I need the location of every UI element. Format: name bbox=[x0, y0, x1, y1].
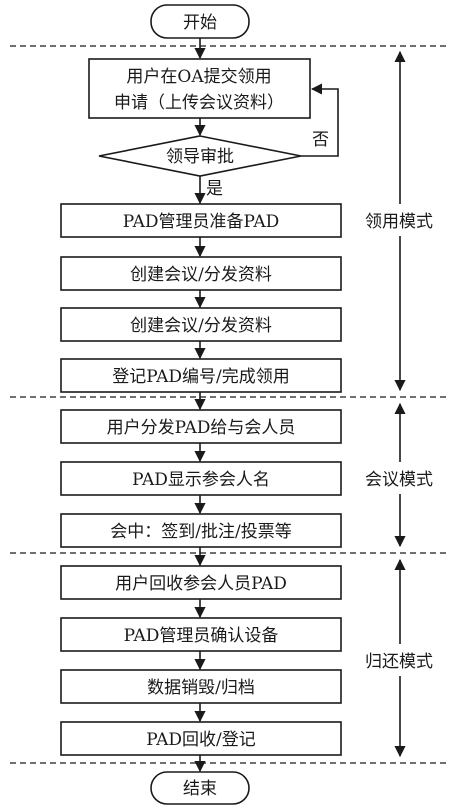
step-distribute-pad-label: 用户分发PAD给与会人员 bbox=[107, 418, 296, 438]
step-pad-recycle-label: PAD回收/登记 bbox=[146, 730, 256, 750]
step-collect-pad bbox=[60, 565, 342, 600]
phase-return-label-bg bbox=[352, 644, 446, 676]
step-show-names-label: PAD显示参会人名 bbox=[132, 470, 270, 490]
phase-borrow-label-bg bbox=[352, 204, 446, 236]
step-show-names bbox=[60, 461, 342, 496]
phase-borrow-label: 领用模式 bbox=[365, 212, 433, 232]
step-register-pad-label: 登记PAD编号/完成领用 bbox=[112, 367, 290, 387]
end-label: 结束 bbox=[183, 779, 217, 799]
yes-label: 是 bbox=[206, 179, 223, 199]
step-confirm-device bbox=[60, 617, 342, 652]
request-line2: 申请（上传会议资料） bbox=[114, 93, 284, 113]
start-label: 开始 bbox=[183, 13, 217, 33]
step-register-pad bbox=[60, 358, 342, 393]
step-in-meeting bbox=[60, 513, 342, 548]
step-data-destroy bbox=[60, 669, 342, 704]
phase-meeting-label: 会议模式 bbox=[365, 470, 433, 490]
step-create-meeting-1 bbox=[60, 256, 342, 291]
arrow-reject-loop bbox=[301, 83, 339, 157]
step-pad-recycle bbox=[60, 721, 342, 756]
request-line1: 用户在OA提交领用 bbox=[126, 67, 271, 87]
step-create-meeting-2 bbox=[60, 307, 342, 342]
no-label: 否 bbox=[312, 130, 329, 150]
step-collect-pad-label: 用户回收参会人员PAD bbox=[115, 574, 287, 594]
step-prepare-pad-label: PAD管理员准备PAD bbox=[123, 212, 280, 232]
phase-meeting-label-bg bbox=[352, 462, 446, 494]
step-in-meeting-label: 会中：签到/批注/投票等 bbox=[110, 522, 291, 542]
step-create-meeting-2-label: 创建会议/分发资料 bbox=[130, 316, 272, 336]
step-create-meeting-1-label: 创建会议/分发资料 bbox=[130, 265, 272, 285]
decision-label: 领导审批 bbox=[166, 147, 234, 167]
request-box bbox=[88, 58, 311, 119]
step-data-destroy-label: 数据销毁/归档 bbox=[147, 678, 255, 698]
step-confirm-device-label: PAD管理员确认设备 bbox=[124, 626, 279, 646]
end-terminal bbox=[150, 771, 250, 805]
step-distribute-pad bbox=[60, 409, 342, 444]
phase-return-label: 归还模式 bbox=[365, 652, 433, 672]
step-prepare-pad bbox=[60, 203, 342, 238]
